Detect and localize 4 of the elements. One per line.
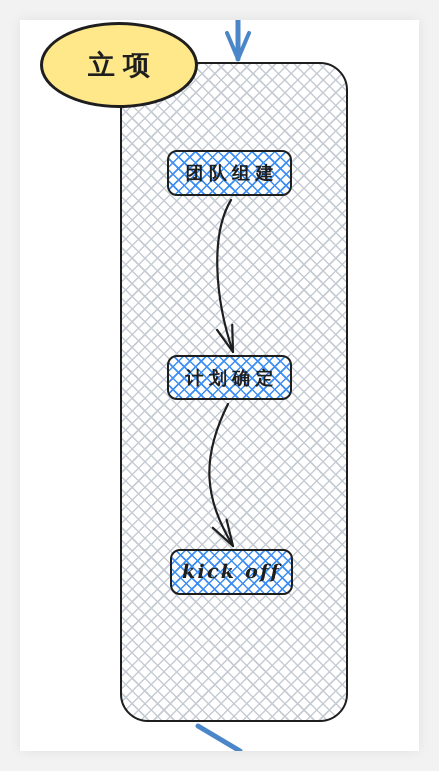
arrow [225,20,251,62]
phase-title: 立项 [86,52,158,78]
connector-line [196,724,242,751]
title-ellipse [40,22,198,108]
